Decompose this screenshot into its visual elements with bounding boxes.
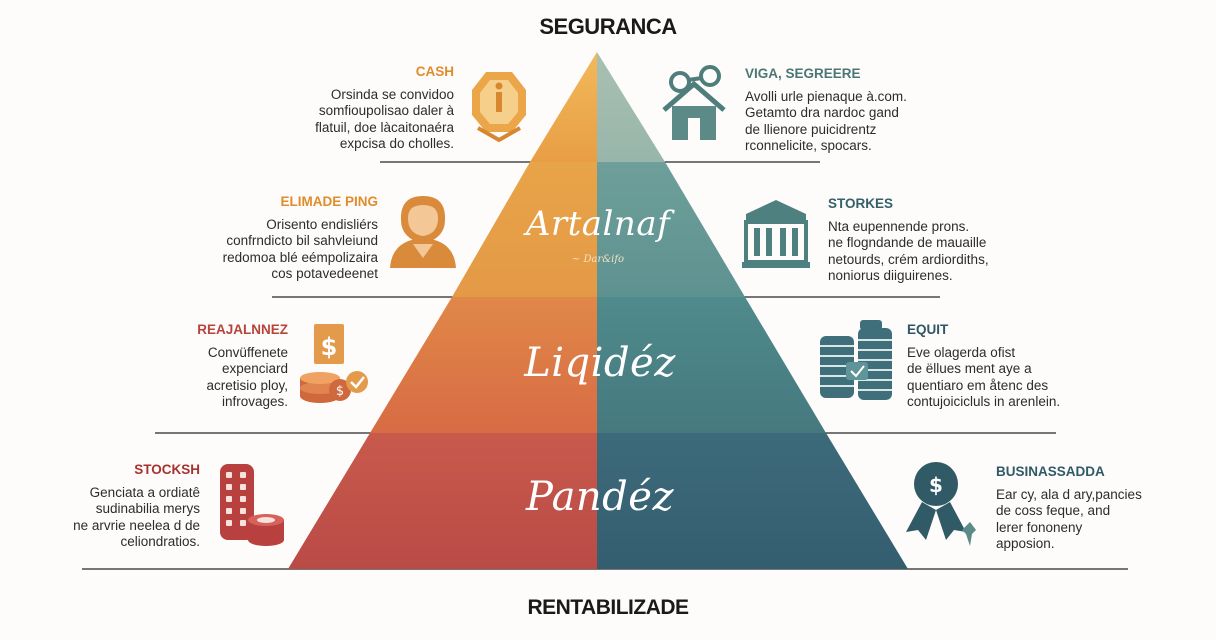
pyramid-layer-4-right	[597, 433, 908, 569]
right-block-line: contujoicicluls in arenlein.	[907, 394, 1061, 409]
left-block-salary: ELIMADE PING Orisento endisliérs confrnd…	[206, 194, 378, 283]
right-block-line: Avolli urle pienaque à.com.	[745, 88, 907, 104]
pyramid-layer-3-right	[597, 297, 826, 433]
left-block-line: sudinabilia merys	[95, 501, 200, 516]
right-block-line: lerer fononeny	[996, 519, 1083, 535]
left-block-line: ne arvrie neelea d de	[73, 517, 200, 533]
person-icon	[390, 196, 456, 268]
right-block-equity: EQUIT Eve olagerda ofist de ëllues ment …	[907, 322, 1087, 411]
layer-label-2: Liqidéz	[524, 340, 676, 386]
right-block-line: de coss feque, and	[996, 503, 1111, 518]
pyramid-layer-2-right	[597, 162, 745, 297]
left-block-line: expenciard	[221, 361, 288, 376]
right-block-line: Nta eupennende prons.	[828, 218, 970, 234]
right-block-title: STORKES	[828, 196, 894, 211]
left-block-stocks: STOCKSH Genciata a ordiatê sudinabilia m…	[56, 462, 200, 551]
left-block-cash: CASH Orsinda se convidoo somfioupolisao …	[296, 64, 454, 153]
right-block-line: quentiaro em åtenc des	[907, 377, 1049, 393]
right-block-line: apposion.	[996, 536, 1055, 551]
right-block-line: Getamto dra nardoc gand	[745, 105, 899, 120]
svg-text:$: $	[321, 333, 338, 361]
right-block-title: BUSINASSADDA	[996, 464, 1105, 479]
left-block-title: REAJALNNEZ	[197, 322, 288, 337]
left-block-title: STOCKSH	[134, 462, 200, 477]
bank-building-icon	[742, 200, 810, 268]
coin-stack-icon	[220, 464, 284, 546]
warning-coin-icon	[472, 72, 526, 143]
left-block-line: redomoa blé eémpolizaira	[222, 249, 378, 265]
house-key-icon	[662, 65, 726, 140]
axis-bottom-label: RENTABILIZADE	[527, 596, 689, 619]
left-block-line: confrndicto bil sahvleiund	[226, 233, 378, 248]
left-block-line: somfioupolisao daler à	[318, 103, 454, 118]
left-block-line: infrovages.	[221, 394, 288, 409]
award-badge-icon: $	[906, 462, 976, 546]
right-block-real-estate: VIGA, SEGREERE Avolli urle pienaque à.co…	[745, 66, 925, 155]
right-block-line: de ëllues ment aye a	[907, 361, 1032, 376]
svg-text:$: $	[336, 384, 344, 399]
right-block-title: EQUIT	[907, 322, 949, 337]
left-block-real: REAJALNNEZ Convüffenete expenciard acret…	[168, 322, 288, 411]
right-block-line: Eve olagerda ofist	[907, 344, 1016, 360]
pyramid-layer-3-left	[370, 297, 597, 433]
right-block-line: Ear cy, ala d ary,pancies	[996, 486, 1142, 502]
pyramid-layer-1-right	[597, 52, 665, 162]
axis-top-label: SEGURANCA	[539, 14, 677, 39]
left-block-line: cos potavedeenet	[271, 266, 378, 281]
right-block-line: rconnelicite, spocars.	[745, 138, 872, 153]
right-block-title: VIGA, SEGREERE	[745, 66, 861, 81]
right-block-line: de llienore puicidrentz	[745, 121, 877, 137]
right-block-line: netourds, crém ardiordiths,	[828, 251, 989, 267]
svg-text:$: $	[929, 473, 943, 497]
pyramid-layer-4-left	[288, 433, 597, 569]
right-block-line: ne flogndande de mauaille	[828, 235, 987, 250]
right-block-line: noniorus diiguirenes.	[828, 268, 953, 283]
dollar-coins-icon: $ $	[300, 324, 368, 403]
left-block-line: Genciata a ordiatê	[89, 484, 200, 500]
layer-label-3: Pandéz	[525, 474, 675, 520]
right-block-business: BUSINASSADDA Ear cy, ala d ary,pancies d…	[996, 464, 1176, 553]
left-block-line: Orisento endisliérs	[266, 216, 378, 232]
left-block-line: acretisio ploy,	[206, 377, 288, 393]
layer-sub-label-1: ~ Dar&ifo	[571, 254, 625, 265]
layer-label-1: Artalnaf	[525, 204, 671, 244]
right-block-bank: STORKES Nta eupennende prons. ne flognda…	[828, 196, 1008, 285]
left-block-line: flatuil, doe làcaitonaéra	[315, 119, 454, 135]
left-block-line: celiondratios.	[120, 534, 200, 549]
left-block-line: Convüffenete	[207, 344, 288, 360]
left-block-title: ELIMADE PING	[280, 194, 378, 209]
pyramid-layer-2-left	[452, 162, 597, 297]
left-block-line: expcisa do cholles.	[339, 136, 454, 151]
pyramid-layer-1-left	[530, 52, 597, 162]
money-stack-icon	[820, 320, 892, 400]
left-block-title: CASH	[415, 64, 454, 79]
left-block-line: Orsinda se convidoo	[330, 86, 454, 102]
